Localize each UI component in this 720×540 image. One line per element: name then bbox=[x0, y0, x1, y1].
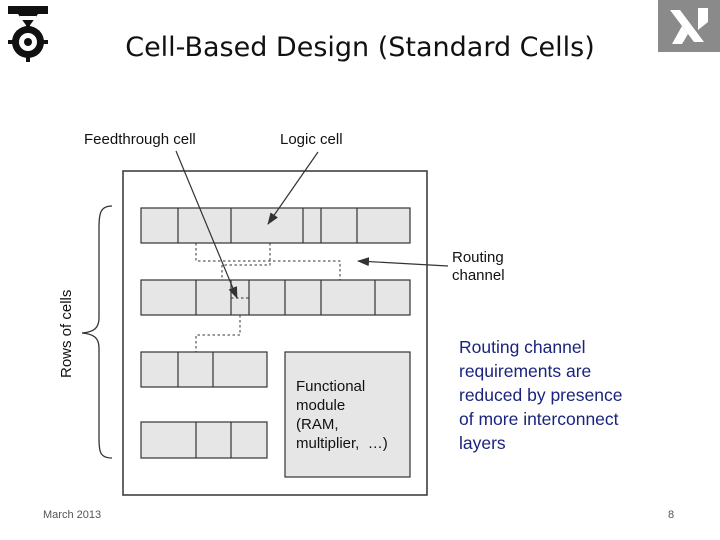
page-number: 8 bbox=[668, 509, 675, 521]
footer-date: March 2013 bbox=[43, 509, 102, 521]
note-line: reduced by presence bbox=[459, 385, 623, 405]
routing-wires bbox=[195, 243, 341, 352]
module-text-line: Functional bbox=[296, 378, 365, 395]
module-text-line: module bbox=[296, 397, 345, 414]
note-line: Routing channel bbox=[459, 337, 586, 357]
routing-note: Routing channel requirements are reduced… bbox=[459, 335, 689, 455]
feedthrough-arrow bbox=[175, 150, 238, 299]
logic-cell-arrow bbox=[267, 151, 319, 225]
cell-row-4 bbox=[140, 421, 268, 459]
feedthrough-cell-label: Feedthrough cell bbox=[84, 131, 196, 148]
rows-of-cells-label: Rows of cells bbox=[58, 290, 75, 378]
routing-channel-arrow bbox=[357, 257, 449, 267]
module-text-line: multiplier, …) bbox=[296, 435, 388, 452]
note-line: layers bbox=[459, 433, 506, 453]
functional-module-box bbox=[284, 351, 411, 478]
module-text-line: (RAM, bbox=[296, 416, 339, 433]
note-line: of more interconnect bbox=[459, 409, 619, 429]
cell-row-2 bbox=[140, 279, 411, 316]
cell-row-3 bbox=[140, 351, 268, 388]
technion-logo-icon bbox=[8, 6, 48, 62]
department-logo-icon bbox=[658, 0, 720, 52]
note-line: requirements are bbox=[459, 361, 592, 381]
rows-brace bbox=[81, 205, 113, 459]
logic-cell-label: Logic cell bbox=[280, 131, 343, 148]
slide-title: Cell-Based Design (Standard Cells) bbox=[125, 32, 595, 63]
routing-label-line2: channel bbox=[452, 267, 505, 284]
routing-label-line1: Routing bbox=[452, 249, 504, 266]
